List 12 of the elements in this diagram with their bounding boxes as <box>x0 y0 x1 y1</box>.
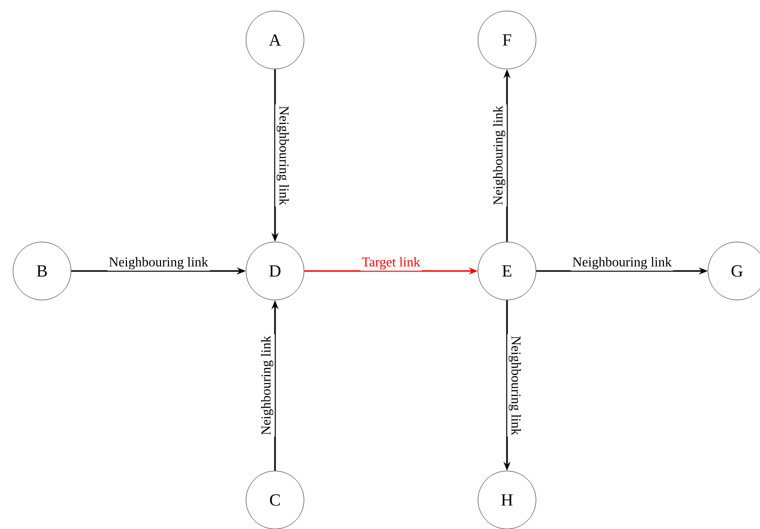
edge-label: Neighbouring link <box>260 334 275 437</box>
circle-node: E <box>478 242 536 300</box>
edge-label: Target link <box>360 256 422 271</box>
edge-label: Neighbouring link <box>275 104 290 207</box>
edge-label: Neighbouring link <box>492 104 507 207</box>
edge-label: Neighbouring link <box>570 256 674 271</box>
circle-node: A <box>246 10 304 70</box>
edge-label: Neighbouring link <box>107 256 210 271</box>
circle-node: F <box>478 10 536 70</box>
edge-label: Neighbouring link <box>507 334 522 437</box>
circle-node: D <box>246 242 304 300</box>
circle-node: B <box>12 242 72 300</box>
